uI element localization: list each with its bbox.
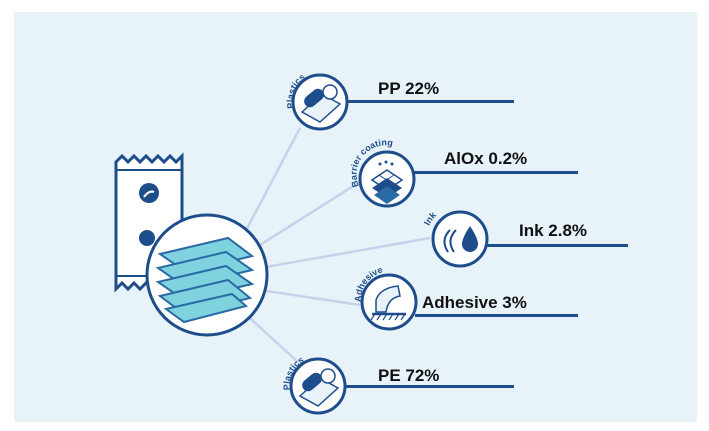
- layer-stack-icon: [145, 213, 269, 337]
- underline-bar: [413, 171, 578, 174]
- component-label: Ink 2.8%: [519, 221, 588, 240]
- component-label: AlOx 0.2%: [444, 149, 528, 168]
- component-label: PE 72%: [378, 366, 440, 385]
- coating-grid-icon: [358, 150, 416, 208]
- adhesive-applicator-icon: [360, 273, 418, 331]
- underline-bar: [344, 385, 514, 388]
- underline-bar: [415, 314, 578, 317]
- underline-bar: [346, 100, 514, 103]
- component-label: Adhesive 3%: [422, 293, 527, 312]
- film-roll-icon: [291, 73, 349, 131]
- ink-drops-icon: [431, 210, 489, 268]
- film-roll-icon: [289, 357, 347, 415]
- component-label: PP 22%: [378, 79, 440, 98]
- underline-bar: [486, 244, 628, 247]
